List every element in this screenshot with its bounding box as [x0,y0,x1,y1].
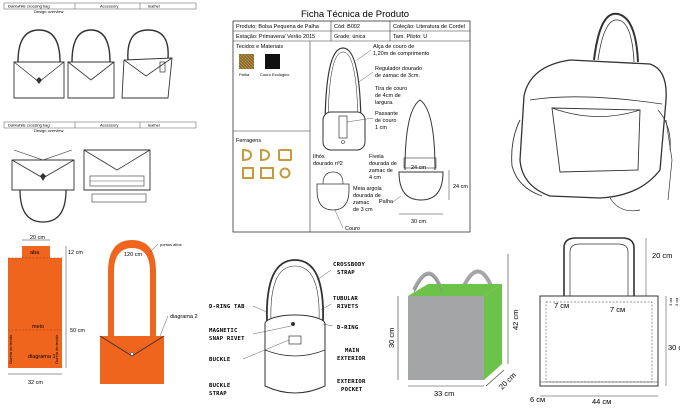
annot-couro: Couro [345,226,360,232]
pattern-drawing: 20 cm 12 cm aba meio 50 cm Ourela do tec… [8,235,198,386]
sheet-header-category-2: Accessory [100,123,118,128]
spec-sheet-panel: Ficha Técnica de Produto Produto: Bolsa … [205,0,488,240]
dim-bottom-width: 30 cm [411,219,426,225]
dim-height: 24 cm [453,184,468,190]
spec-title: Ficha Técnica de Produto [301,9,409,20]
annot-palha: Palha [379,199,394,205]
pattern-pontos-altos: pontos altos [160,242,182,247]
felt-height: 30 cm [387,328,396,348]
pattern-fold-right: Ourela do tecido [54,334,59,364]
sheet-design-label: Design overview [34,9,63,14]
felt-strap-height: 42 cm [511,310,520,330]
annot-argola: Meia argola dourada de zamac de 3 cm [353,186,383,213]
pattern-side-length: 50 cm [70,328,85,334]
tote-inner-right: 7 см [610,305,625,314]
tote-depth: 6 см [530,395,545,404]
annot-tira: Tira de couro de 4cm de largura. [375,86,409,106]
annot-fivela: Fivela dourada de zamac de 4 cm [369,154,398,181]
spec-hardware-heading: Ferragens [236,138,261,144]
crossbody-drawing: D-RING TAB MAGNETIC SNAP RIVET BUCKLE BU… [209,259,369,397]
pattern-fold-left: Ourela do tecido [8,334,13,364]
spec-sheet-drawing: Ficha Técnica de Produto Produto: Bolsa … [232,9,471,233]
annot-alca: Alça de couro de 1,20m de comprimento [373,44,429,57]
spec-materials-heading: Tecidos e Materiais [236,44,283,50]
tote-panel: 20 cm 7 см 7 см 3 см 3 см 30 см 44 см 6 … [530,232,680,409]
pattern-width-top: 20 cm [30,235,45,241]
spec-tamanho: Tam. Piloto: U [393,34,427,40]
felt-width: 33 cm [434,389,454,398]
felt-bag-front [408,296,484,380]
spec-colecao: Coleção: Literatura de Cordel [393,24,465,30]
satchel-sketch-panel [490,0,680,232]
pattern-aba-label: aba [30,250,40,256]
crossbody-left-labels: D-RING TAB MAGNETIC SNAP RIVET BUCKLE BU… [209,304,248,397]
annot-passante: Passante de couro 1 cm [375,111,399,131]
palha-swatch-label: Palha [239,72,250,77]
tote-width: 44 см [592,397,611,406]
d-ring-icon [242,148,253,162]
crossbody-panel: D-RING TAB MAGNETIC SNAP RIVET BUCKLE BU… [205,240,380,409]
spec-produto: Produto: Bolsa Pequena de Palha [236,24,320,30]
bag-sketch-drawing: Darkwhite crossing bag Accessory leather… [3,2,197,223]
tote-side-b: 3 см [674,298,679,306]
spec-grade: Grade: única [334,34,366,40]
pattern-diagram-1: diagrama 1 [28,354,56,360]
tote-side-a: 3 см [668,298,673,306]
tote-height: 30 см [668,343,680,352]
adjuster-icon [260,167,274,179]
crossbody-right-labels: CROSSBODY STRAP TUBULAR RIVETS D-RING MA… [333,262,369,393]
sheet-header-category: Accessory [100,4,118,9]
pattern-tab-height: 12 cm [68,250,83,256]
sheet-header-material-2: leather [148,123,161,128]
annot-regulador: Regulador dourado de zamac de 3cm. [375,66,424,79]
sheet-header-title-2: Darkwhite crossing bag [8,123,50,128]
pattern-meio-label: meio [32,324,44,330]
felt-bag-side [484,284,502,380]
tote-handle: 20 cm [652,251,672,260]
pattern-diagram-2: diagrama 2 [170,314,198,320]
spec-estacao: Estação: Primavera/ Verão 2015 [236,34,315,40]
sketch-sheet-panel: Darkwhite crossing bag Accessory leather… [0,0,200,232]
sheet-design-label-2: Design overview [34,128,63,133]
tote-inner-left: 7 см [554,301,569,310]
sheet-header-material: leather [148,4,161,9]
buckle-icon [278,149,292,161]
pattern-strap-length: 120 cm [124,252,142,258]
pattern-bottom-width: 32 cm [28,380,43,386]
spec-codigo: Cód: B002 [334,24,360,30]
felt-bag-panel: 30 cm 42 cm 33 cm 20 cm [380,240,530,409]
satchel-drawing [511,12,673,212]
dim-top-width: 24 cm [411,165,426,171]
felt-bag-drawing: 30 cm 42 cm 33 cm 20 cm [387,254,520,398]
tote-drawing: 20 cm 7 см 7 см 3 см 3 см 30 см 44 см 6 … [530,237,680,406]
eyelet-icon [279,167,291,179]
couro-swatch [265,54,280,69]
sheet-header-title: Darkwhite crossing bag [8,4,50,9]
couro-swatch-label: Couro Ecológico [260,72,290,77]
pattern-panel: 20 cm 12 cm aba meio 50 cm Ourela do tec… [0,232,200,409]
annot-ilhos: Ilhós dourado nº2 [313,154,343,167]
